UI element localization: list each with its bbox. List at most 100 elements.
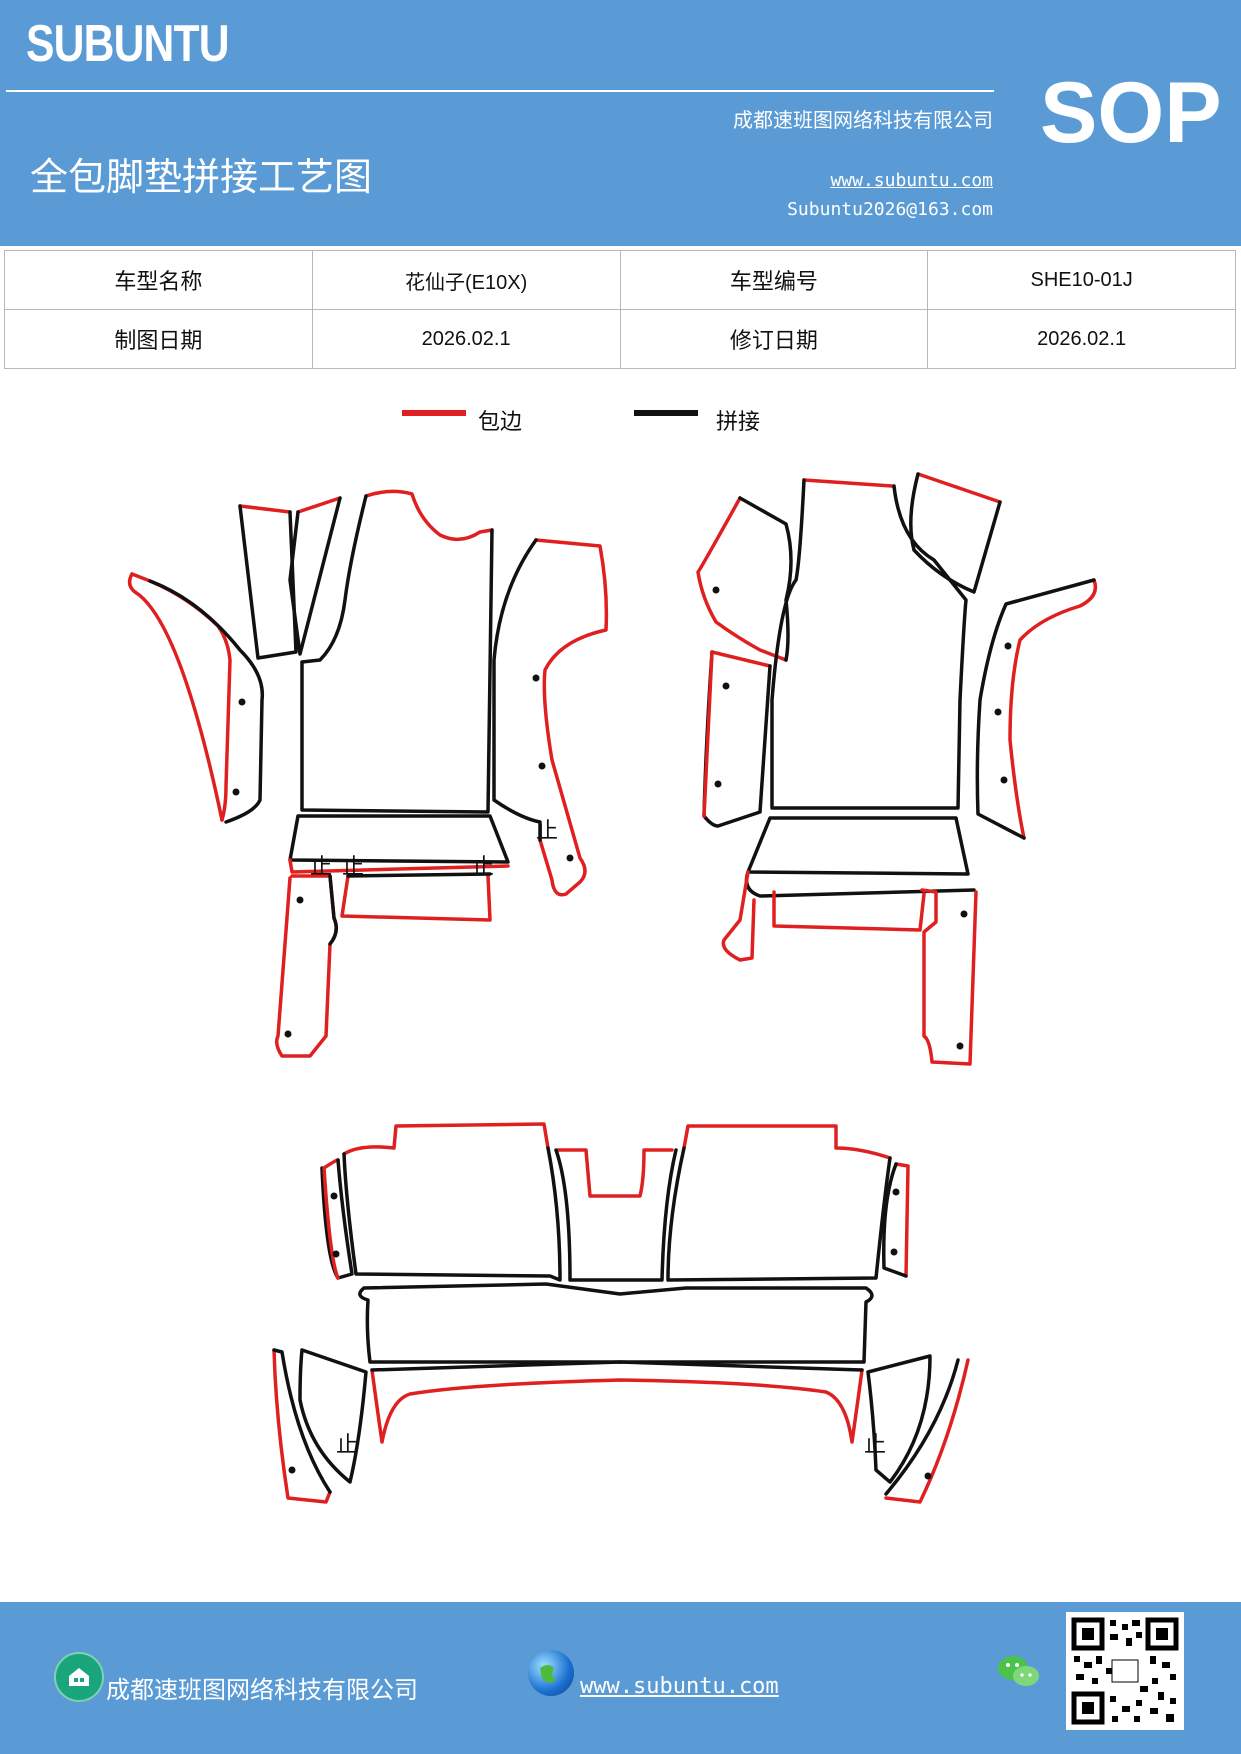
mat-piece-outline [975,578,1096,840]
mat-piece-outline [1008,578,1098,840]
mat-piece-outline [370,1368,864,1444]
mat-piece-outline [884,1358,970,1504]
mat-piece-outline [370,1360,864,1372]
header-company: 成都速班图网络科技有限公司 [733,108,993,132]
table-row: 制图日期 2026.02.1 修订日期 2026.02.1 [4,309,1236,369]
stop-mark: 止 [342,855,364,880]
globe-icon [528,1650,574,1696]
header-banner: SUBUNTU 成都速班图网络科技有限公司 全包脚垫拼接工艺图 www.subu… [0,0,1241,246]
mat-piece-outline [340,874,492,922]
header-email: Subuntu2026@163.com [787,199,993,220]
page-title: 全包脚垫拼接工艺图 [30,155,373,199]
legend-joint-swatch [634,410,698,416]
fixing-dot [892,1188,900,1196]
revise-date-label: 修订日期 [619,309,929,369]
mat-piece-outline [300,494,494,814]
fixing-dot [890,1248,898,1256]
mat-piece-outline [296,496,342,514]
mat-piece-outline [666,1146,892,1282]
mat-piece-outline [342,1146,562,1282]
fixing-dot [532,674,540,682]
mat-piece-outline [358,1282,874,1364]
legend-edge-label: 包边 [478,410,523,435]
floor-mat-diagram: 止 止 止 止 止 止 [127,472,1098,1504]
mat-piece-outline [772,890,926,932]
mat-piece-outline [534,538,609,897]
stop-mark: 止 [310,855,332,880]
fixing-dot [296,896,304,904]
sop-badge: SOP [1040,65,1222,161]
mat-piece-outline [916,472,1002,504]
mat-piece-outline [866,1354,932,1484]
mat-piece-outline [702,650,772,828]
footer-website-link[interactable]: www.subuntu.com [580,1674,779,1699]
mat-piece-outline [884,1358,960,1496]
fixing-dot [288,1466,296,1474]
mat-piece-outline [554,1148,678,1282]
stop-marks: 止 止 止 止 止 止 [310,819,886,1458]
legend-joint-label: 拼接 [716,410,761,435]
mat-piece-outline [802,478,894,488]
fixing-dot [538,762,546,770]
fixing-dot [284,1030,292,1038]
stop-mark: 止 [536,819,558,844]
mat-piece-outline [721,870,756,962]
fixing-dot [232,788,240,796]
model-code-label: 车型编号 [619,250,929,310]
mat-piece-outline [238,504,292,514]
mat-piece-outline [328,874,338,946]
mat-piece-outline [288,496,342,656]
mat-piece-outline [342,1122,550,1156]
stop-mark: 止 [472,855,494,880]
mat-piece-outline [909,472,1002,594]
stop-mark: 止 [336,1433,358,1458]
mat-piece-outline [770,478,968,810]
fixing-dot [960,910,968,918]
stop-mark: 止 [864,1433,886,1458]
fixing-dot [712,586,720,594]
mat-piece-outline [738,496,793,662]
model-code-value: SHE10-01J [927,250,1236,310]
mat-piece-outline [274,874,338,1058]
fixing-dot [714,780,722,788]
rear-assembly [272,1122,970,1504]
fixing-dot [238,698,246,706]
left-assembly [127,489,609,1058]
mat-piece-outline [322,1158,340,1170]
mat-piece-outline [288,858,510,874]
mat-piece-outline [682,1124,892,1160]
mat-piece-outline [920,888,978,1066]
mat-piece-outline [696,496,788,662]
mat-piece-outline [710,650,772,668]
draw-date-value: 2026.02.1 [311,309,621,369]
fixing-dot [924,1472,932,1480]
mat-piece-outline [272,1348,332,1494]
header-divider [6,90,994,92]
mat-piece-outline [746,816,970,876]
mat-piece-outline [320,1158,354,1280]
wechat-icon [996,1652,1042,1696]
brand-logo: SUBUNTU [26,15,230,73]
building-icon [54,1652,104,1702]
header-website-link[interactable]: www.subuntu.com [830,170,993,191]
fixing-dot [1004,642,1012,650]
mat-piece-outline [127,572,224,822]
mat-piece-outline [238,504,298,660]
right-assembly [696,472,1098,1066]
model-name-value: 花仙子(E10X) [311,250,621,310]
mat-piece-outline [882,1162,908,1278]
qr-code[interactable] [1066,1612,1184,1730]
fixing-dot [722,682,730,690]
fixing-dot [332,1250,340,1258]
table-row: 车型名称 花仙子(E10X) 车型编号 SHE10-01J [4,250,1236,310]
mat-piece-outline [894,1162,910,1278]
legend-edge-swatch [402,410,466,416]
mat-piece-outline [298,1348,368,1484]
fixing-dot [956,1042,964,1050]
mat-piece-outline [272,1348,332,1504]
fixing-dot [1000,776,1008,784]
mat-piece-outline [492,538,542,842]
mat-piece-outline [364,489,494,542]
model-name-label: 车型名称 [4,250,313,310]
mat-piece-outline [744,870,976,898]
